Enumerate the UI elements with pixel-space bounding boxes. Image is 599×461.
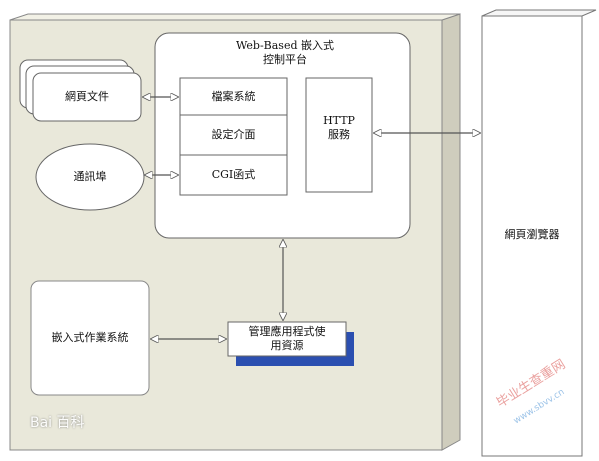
settings-interface-label: 設定介面 xyxy=(211,128,256,141)
platform-title: Web-Based 嵌入式 控制平台 xyxy=(215,37,355,69)
resource-mgmt-label: 管理應用程式使 用資源 xyxy=(228,322,346,356)
baidu-watermark: Bai 百科 xyxy=(30,415,85,431)
web-page-files-label: 網頁文件 xyxy=(65,90,109,103)
resource-mgmt-line1: 管理應用程式使 xyxy=(248,325,326,338)
platform-title-line2: 控制平台 xyxy=(263,53,307,66)
comm-port-ellipse xyxy=(35,143,145,211)
file-system-label: 檔案系統 xyxy=(211,89,256,103)
web-browser-label: 網頁瀏覽器 xyxy=(504,228,560,241)
comm-port-label: 通訊埠 xyxy=(73,170,107,183)
resource-mgmt-group xyxy=(227,321,354,366)
http-service-label: HTTP 服務 xyxy=(306,108,372,148)
http-service-line2: 服務 xyxy=(328,128,350,141)
http-service-line1: HTTP xyxy=(323,114,355,127)
module-stack xyxy=(179,77,288,196)
web-page-files-stack xyxy=(19,59,142,122)
web-browser-block xyxy=(481,9,597,457)
cgi-functions-label: CGI函式 xyxy=(211,168,256,181)
platform-title-line1: Web-Based 嵌入式 xyxy=(235,39,334,52)
http-service-box xyxy=(305,77,373,193)
embedded-os-box xyxy=(30,280,150,396)
embedded-os-label: 嵌入式作業系統 xyxy=(51,331,129,344)
resource-mgmt-line2: 用資源 xyxy=(270,339,304,352)
